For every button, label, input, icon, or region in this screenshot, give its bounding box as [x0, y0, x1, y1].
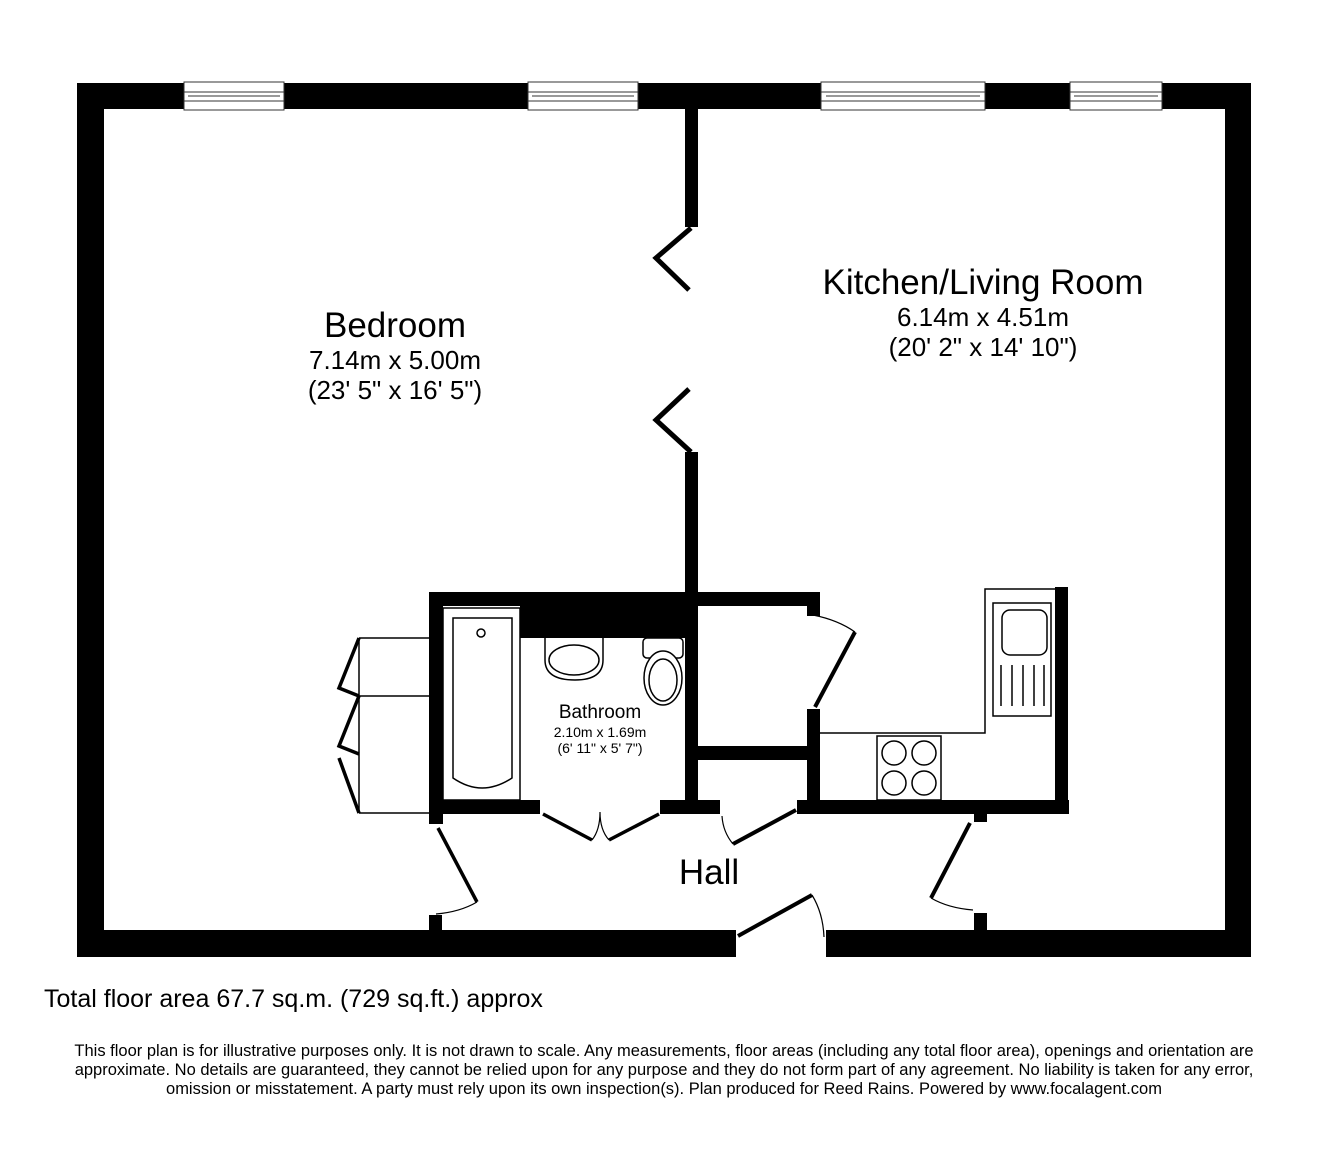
room-dimensions-imperial: (6' 11" x 5' 7") [557, 739, 643, 756]
wardrobe-door-icon [336, 637, 361, 814]
kitchen-counter [820, 588, 1055, 734]
bath-icon [442, 607, 521, 801]
sink-icon [992, 602, 1052, 717]
window-icon [820, 81, 986, 111]
hob-icon [876, 735, 942, 801]
disclaimer-text: This floor plan is for illustrative purp… [74, 1042, 1254, 1098]
interior-walls [429, 109, 1069, 931]
floor-plan [77, 81, 1251, 957]
room-name: Hall [678, 853, 740, 892]
room-name: Bedroom [323, 306, 467, 345]
outer-walls [77, 83, 1251, 957]
bifold-door-icon [652, 226, 693, 454]
toilet-icon [642, 637, 684, 706]
room-dimensions-metric: 7.14m x 5.00m [309, 345, 481, 376]
room-name: Bathroom [558, 702, 642, 723]
room-name: Kitchen/Living Room [822, 263, 1144, 302]
window-icon [1069, 81, 1163, 111]
room-dimensions-imperial: (23' 5" x 16' 5") [307, 375, 483, 406]
room-dimensions-metric: 6.14m x 4.51m [897, 302, 1069, 333]
room-label-bathroom: Bathroom 2.10m x 1.69m (6' 11" x 5' 7") [530, 702, 670, 756]
total-floor-area: Total floor area 67.7 sq.m. (729 sq.ft.)… [44, 985, 543, 1013]
window-icon [527, 81, 639, 111]
wardrobe-icon [358, 637, 429, 814]
room-label-kitchen-living: Kitchen/Living Room 6.14m x 4.51m (20' 2… [783, 263, 1183, 363]
room-label-hall: Hall [650, 853, 768, 893]
room-dimensions-metric: 2.10m x 1.69m [553, 723, 647, 740]
door-icon [435, 614, 974, 938]
wash-basin-icon [544, 638, 604, 681]
window-icon [183, 81, 285, 111]
room-label-bedroom: Bedroom 7.14m x 5.00m (23' 5" x 16' 5") [275, 306, 515, 406]
room-dimensions-imperial: (20' 2" x 14' 10") [888, 332, 1078, 363]
